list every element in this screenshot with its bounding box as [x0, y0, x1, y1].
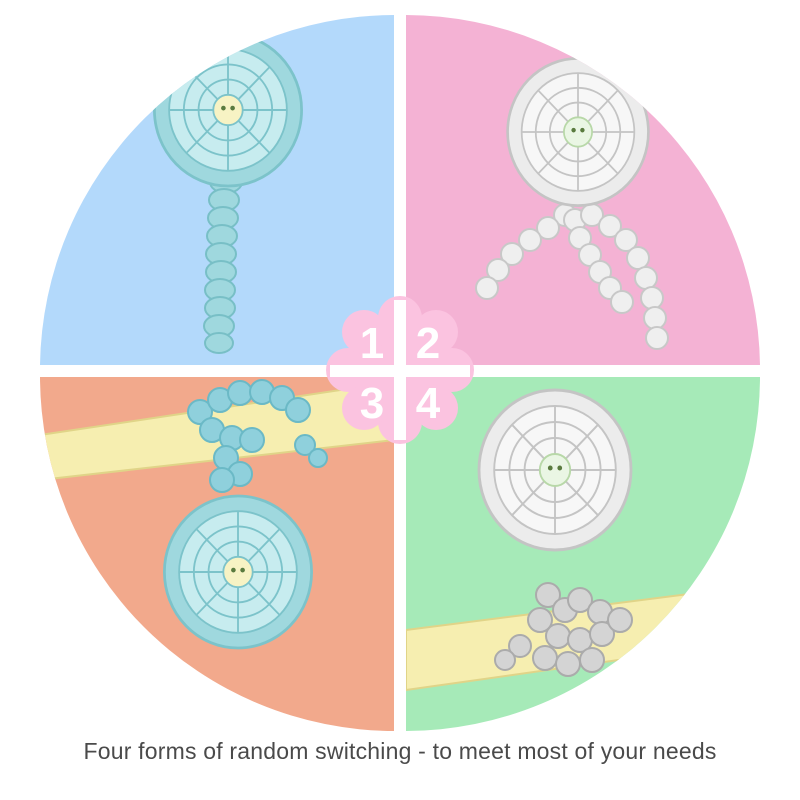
caption: Four forms of random switching - to meet… — [83, 738, 717, 764]
fan-head-blue — [152, 32, 304, 188]
bendable-leg-straight — [203, 170, 243, 354]
tripod-legs — [475, 203, 669, 350]
quadrant-3-hanging-fan — [40, 377, 394, 731]
number-1: 1 — [360, 319, 384, 368]
fan-head-blue-hanging — [162, 494, 314, 650]
quadrant-4-clamp-fan — [406, 377, 760, 731]
fan-head-white-clamp — [477, 388, 633, 552]
number-badge: 1 2 3 4 — [326, 296, 474, 444]
number-2: 2 — [416, 319, 440, 368]
number-3: 3 — [360, 379, 384, 428]
quadrant-2-tripod-fan — [406, 15, 760, 365]
number-4: 4 — [416, 379, 441, 428]
quadrant-1-standing-fan — [40, 15, 394, 365]
fan-head-white — [506, 57, 650, 207]
gripping-legs — [494, 582, 633, 677]
wrapped-legs — [187, 379, 328, 493]
